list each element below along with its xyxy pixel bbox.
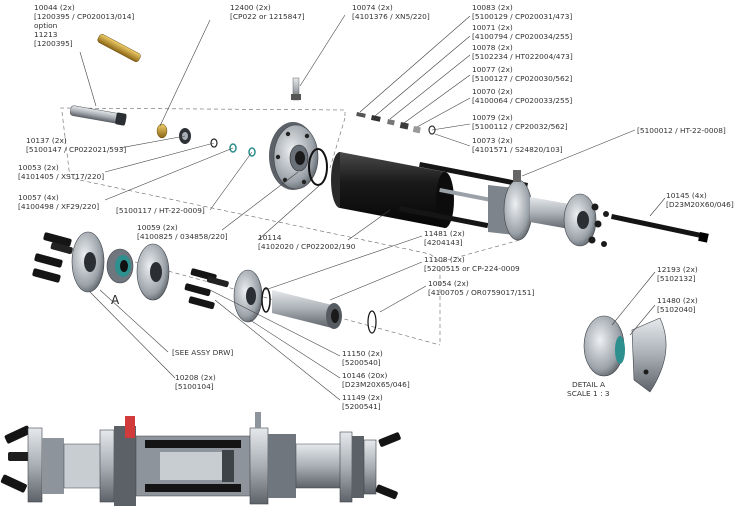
callout-10057: 10057 (4x) [4100498 / XF29/220] — [18, 193, 99, 211]
callout-10070: 10070 (2x) [4100064 / CP020033/255] — [472, 87, 572, 105]
callout-12400: 12400 (2x) [CP022 or 1215847] — [230, 3, 305, 21]
bearing-set — [156, 123, 256, 157]
callout-5100117: [5100117 / HT-22-0009] — [116, 206, 205, 215]
brass-pin — [97, 34, 141, 62]
left-bolts — [32, 232, 73, 283]
vertical-fitting — [291, 77, 301, 101]
callout-10079: 10079 (2x) [5100112 / CP20032/562] — [472, 113, 568, 131]
callout-11150: 11150 (2x) [5200540] — [342, 349, 385, 367]
callout-10077: 10077 (2x) [5100127 / CP020030/562] — [472, 65, 572, 83]
coupling-hub — [106, 248, 134, 284]
second-flange — [136, 243, 170, 301]
shaft — [69, 105, 127, 126]
lower-sleeve — [272, 290, 342, 329]
callout-10083: 10083 (2x) [5100129 / CP020031/473] — [472, 3, 572, 21]
callout-11149: 11149 (2x) [5200541] — [342, 393, 385, 411]
callout-10208: 10208 (2x) [5100104] — [175, 373, 218, 391]
right-flange-assembly — [488, 170, 609, 247]
callout-10145: 10145 (4x) [D23M20X60/046] — [666, 191, 734, 209]
callout-11480: 11480 (2x) [5102040] — [657, 296, 700, 314]
fitting-stack — [356, 111, 436, 135]
callout-10146: 10146 (20x) [D23M20X65/046] — [342, 371, 410, 389]
lower-flange — [233, 269, 271, 323]
left-flange — [71, 231, 105, 293]
detail-scale: SCALE 1 : 3 — [567, 389, 610, 398]
callout-5100012: [5100012 / HT-22-0008] — [637, 126, 726, 135]
callout-10053: 10053 (2x) [4101405 / XST17/220] — [18, 163, 104, 181]
assembled-section — [0, 412, 748, 518]
detail-letter: A — [111, 293, 120, 307]
callout-11108: 11108 (2x) [5200515 or CP-224-0009 — [424, 255, 520, 273]
callout-10054: 10054 (2x) [4100705 / OR0759017/151] — [428, 279, 534, 297]
callout-see-assy: [SEE ASSY DRW] — [172, 348, 233, 357]
callout-10059: 10059 (2x) [4100825 / 034858/220] — [137, 223, 228, 241]
callout-10044: 10044 (2x) [1200395 / CP020013/014] opti… — [34, 3, 137, 48]
callout-11481: 11481 (2x) [4204143] — [424, 229, 467, 247]
middle-bolts — [184, 268, 229, 310]
callout-10137: 10137 (2x) [5100147 / CP022021/593] — [26, 136, 126, 154]
alignment-lines — [59, 107, 521, 346]
leader-lines — [79, 14, 666, 401]
long-bolt — [610, 214, 709, 243]
callout-12193: 12193 (2x) [5102132] — [657, 265, 700, 283]
callout-10073: 10073 (2x) [4101571 / S24820/103] — [472, 136, 563, 154]
callouts: 10044 (2x) [1200395 / CP020013/014] opti… — [18, 3, 734, 411]
callout-10071: 10071 (2x) [4100794 / CP020034/255] — [472, 23, 572, 41]
lower-o-ring — [367, 310, 377, 334]
callout-10074: 10074 (2x) [4101376 / XN5/220] — [352, 3, 430, 21]
callout-10078: 10078 (2x) [5102234 / HT022004/473] — [472, 43, 573, 61]
o-ring — [308, 148, 328, 186]
tie-rods — [399, 161, 528, 229]
center-flange — [269, 122, 319, 190]
detail-title: DETAIL A — [572, 380, 605, 389]
callout-10114: 10114 [4102020 / CP022002/190 — [258, 233, 356, 251]
detail-a-view — [583, 315, 667, 393]
